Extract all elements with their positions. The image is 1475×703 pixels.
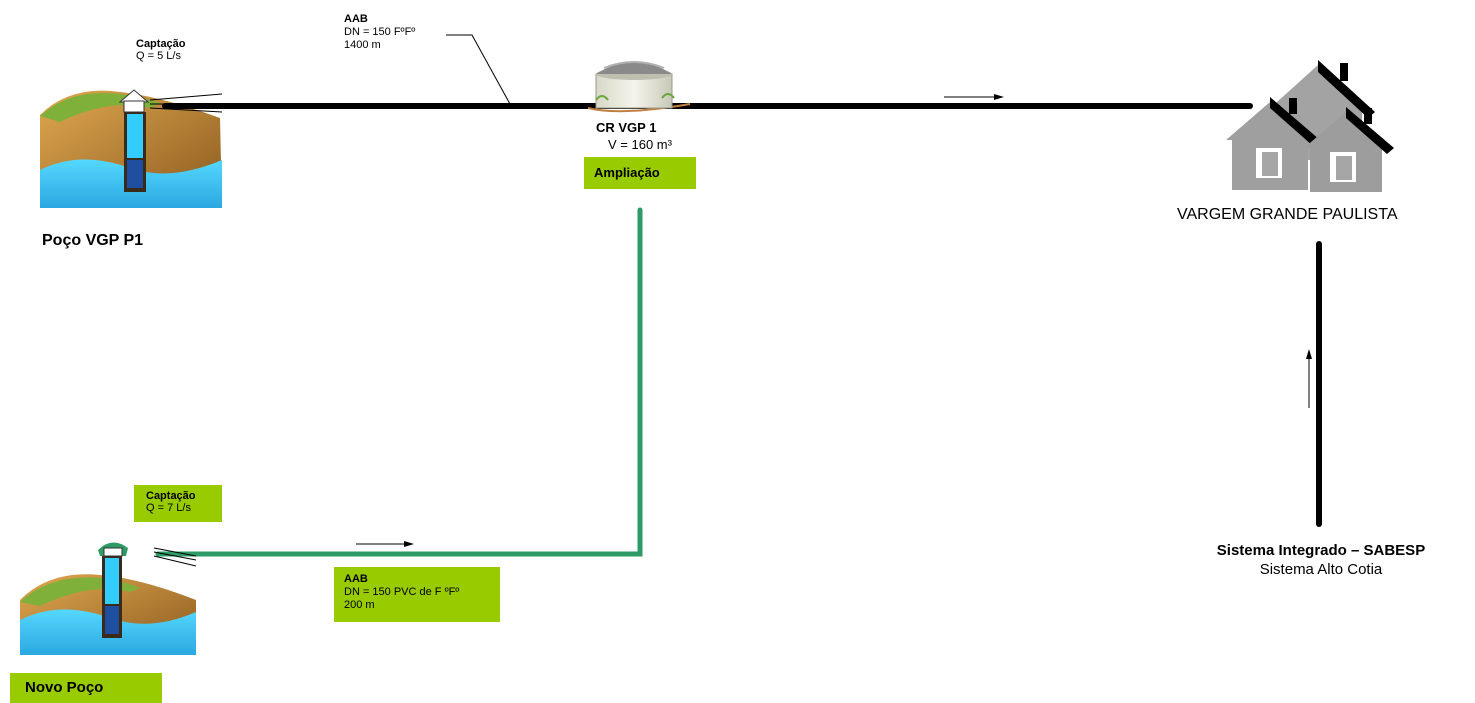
- new-pipe-title: AAB: [344, 573, 368, 585]
- reservoir-volume: V = 160 m³: [608, 137, 672, 152]
- reservoir-status-badge: Ampliação: [584, 157, 696, 189]
- new-well-captacao-label: Captação: [146, 490, 196, 502]
- sabesp-subsystem: Sistema Alto Cotia: [1259, 561, 1383, 578]
- main-pipe-leader: [446, 34, 511, 105]
- new-well-captacao-box: Captação Q = 7 L/s: [134, 485, 222, 522]
- new-well-flow: Q = 7 L/s: [146, 502, 191, 514]
- reservoir-name: CR VGP 1: [596, 120, 657, 135]
- well-p1-name: Poço VGP P1: [42, 232, 144, 249]
- new-pipe: [155, 207, 643, 557]
- new-pipe-dn: DN = 150 PVC de F ºFº: [344, 586, 460, 598]
- houses-icon: [1226, 60, 1394, 192]
- main-pipe-dn: DN = 150 FºFº: [344, 26, 416, 38]
- new-well-illustration: [20, 542, 197, 655]
- sabesp-name: Sistema Integrado – SABESP: [1216, 542, 1426, 559]
- well-p1-captacao-label: Captação: [136, 38, 186, 50]
- well-p1-flow: Q = 5 L/s: [136, 50, 181, 62]
- well-p1-illustration: [40, 89, 223, 208]
- new-well-name-badge: Novo Poço: [10, 673, 162, 703]
- reservoir-illustration: [587, 61, 691, 113]
- main-pipe-length: 1400 m: [344, 39, 381, 51]
- new-flow-arrow: [356, 541, 414, 547]
- main-flow-arrow: [944, 94, 1004, 100]
- main-pipe-title: AAB: [344, 13, 368, 25]
- city-name: VARGEM GRANDE PAULISTA: [1177, 206, 1398, 223]
- new-pipe-info-box: AAB DN = 150 PVC de F ºFº 200 m: [334, 567, 500, 622]
- sabesp-flow-arrow: [1306, 349, 1312, 408]
- new-pipe-length: 200 m: [344, 599, 375, 611]
